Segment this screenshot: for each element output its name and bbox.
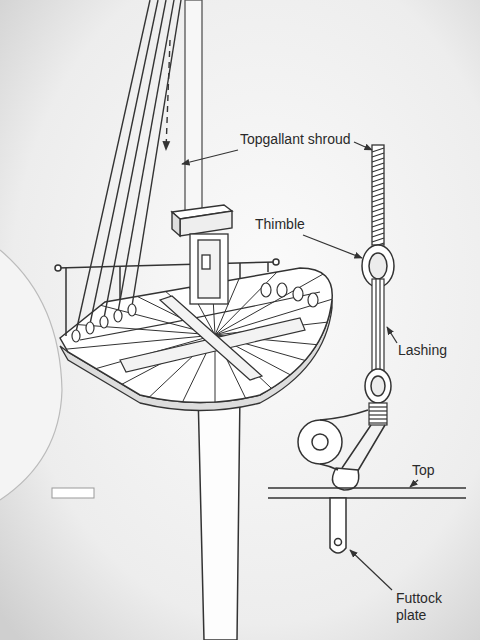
top-rail	[55, 259, 279, 336]
topmast	[185, 0, 202, 212]
deadeye-row	[261, 283, 318, 307]
part-label: Lashing	[398, 342, 447, 359]
top-section	[268, 488, 466, 498]
lower-mast	[198, 392, 240, 640]
lashing	[372, 279, 384, 375]
part-label: Futtock plate	[396, 590, 458, 624]
small-fitting	[52, 488, 94, 498]
part-label: Topgallant shroud	[240, 131, 351, 148]
futtock-plate	[330, 498, 346, 553]
seizing	[369, 403, 387, 425]
shroud-rope	[372, 145, 384, 245]
shroud-deadeyes	[72, 304, 136, 342]
shrouds	[76, 0, 181, 332]
sail-edge	[0, 250, 62, 500]
part-label: Top	[412, 462, 435, 479]
masthead	[190, 234, 228, 304]
lower-thimble	[365, 369, 391, 403]
leader-lines	[182, 142, 418, 590]
futtock-block	[298, 410, 385, 490]
part-label: Thimble	[255, 216, 305, 233]
mast-top-platform	[17, 215, 413, 455]
mast-cap	[172, 205, 232, 236]
